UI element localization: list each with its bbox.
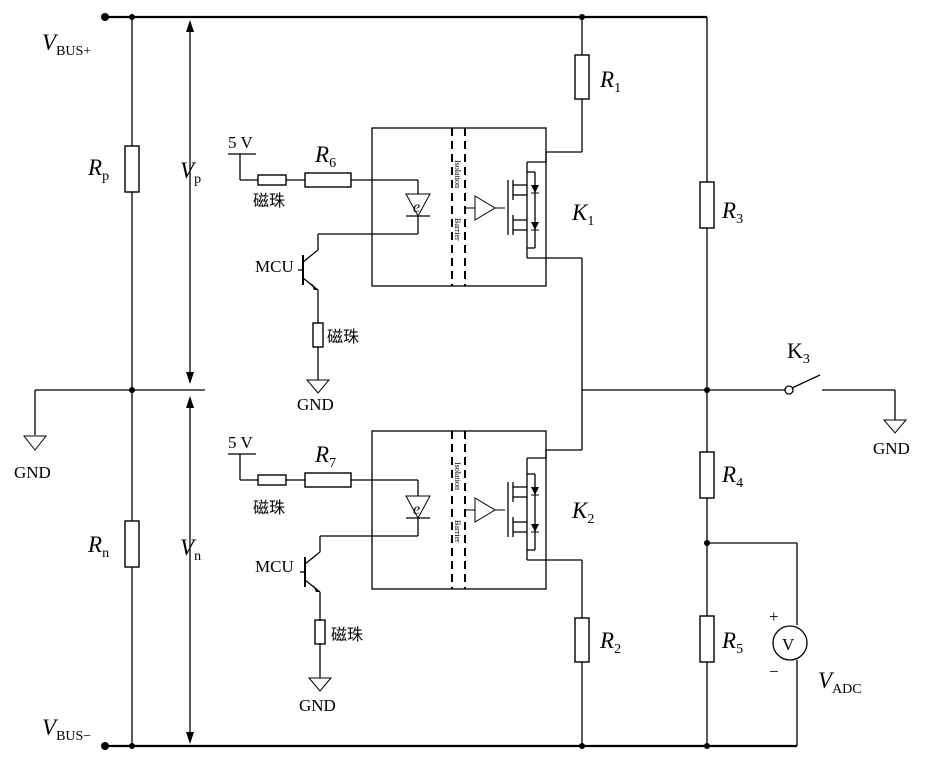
ferrite-bead-top-2 xyxy=(312,322,324,348)
r3-label: R3 xyxy=(721,198,743,227)
mcu-top-label: MCU xyxy=(255,257,294,276)
svg-text:Isolation: Isolation xyxy=(453,160,462,188)
led-symbol-bottom: e xyxy=(413,501,420,518)
5v-top-label: 5 V xyxy=(228,133,253,152)
resistor-rp xyxy=(124,145,140,193)
bead-top-2-label: 磁珠 xyxy=(327,327,359,346)
gnd-right-label: GND xyxy=(873,439,910,458)
r7-label: R7 xyxy=(314,442,336,471)
voltmeter xyxy=(772,625,808,661)
k3-label: K3 xyxy=(787,338,810,367)
resistor-r3 xyxy=(699,181,715,229)
resistor-r4 xyxy=(699,451,715,499)
voltmeter-plus: + xyxy=(769,607,779,626)
ferrite-bead-top-1 xyxy=(257,174,287,186)
resistor-r2 xyxy=(574,617,590,663)
gnd-symbol-right xyxy=(882,419,908,434)
gnd-bottom-mcu-label: GND xyxy=(299,696,336,715)
r2-label: R2 xyxy=(599,628,621,657)
ferrite-bead-bottom-1 xyxy=(257,474,287,486)
svg-text:Barrier: Barrier xyxy=(453,520,462,543)
bead-bottom-1-label: 磁珠 xyxy=(253,498,285,517)
mcu-bottom-label: MCU xyxy=(255,557,294,576)
k1-label: K1 xyxy=(571,200,594,229)
voltmeter-symbol: V xyxy=(782,635,795,654)
transistor-top xyxy=(298,249,319,291)
vbus-minus-label: VBUS− xyxy=(42,715,91,744)
vp-arrow xyxy=(186,20,194,384)
vn-label: Vn xyxy=(180,535,201,564)
vbus-plus-terminal xyxy=(101,13,109,21)
gnd-symbol-left xyxy=(22,435,48,451)
r5-label: R5 xyxy=(721,628,743,657)
gnd-symbol-bottom-mcu xyxy=(307,677,333,692)
svg-text:Isolation: Isolation xyxy=(453,462,462,490)
r4-label: R4 xyxy=(721,462,743,491)
vbus-minus-terminal xyxy=(101,742,109,750)
transistor-bottom xyxy=(300,551,321,593)
bead-top-1-label: 磁珠 xyxy=(253,191,285,210)
rp-label: Rp xyxy=(87,155,109,184)
resistor-r5 xyxy=(699,615,715,663)
led-symbol-top: e xyxy=(413,199,420,216)
r1-label: R1 xyxy=(599,67,621,96)
resistor-rn xyxy=(124,520,140,568)
k2-label: K2 xyxy=(571,498,594,527)
gnd-top-mcu-label: GND xyxy=(297,395,334,414)
gnd-symbol-top-mcu xyxy=(305,379,331,394)
resistor-r7 xyxy=(304,472,352,488)
vbus-plus-label: VBUS+ xyxy=(42,30,91,59)
resistor-r1 xyxy=(574,54,590,100)
vp-label: Vp xyxy=(180,158,201,187)
optorelay-k1: Isolation Barrier e xyxy=(371,127,547,287)
bead-bottom-2-label: 磁珠 xyxy=(331,625,363,644)
resistor-r6 xyxy=(304,172,352,188)
switch-k3-blade xyxy=(791,374,821,389)
v-adc-label: VADC xyxy=(818,668,862,697)
vn-arrow xyxy=(186,396,194,744)
5v-bottom-label: 5 V xyxy=(228,433,253,452)
svg-text:Barrier: Barrier xyxy=(453,218,462,241)
switch-k3-contact xyxy=(784,385,794,395)
r6-label: R6 xyxy=(314,142,336,171)
gnd-left-label: GND xyxy=(14,463,51,482)
voltmeter-minus: − xyxy=(769,662,779,681)
ferrite-bead-bottom-2 xyxy=(314,619,326,645)
optorelay-k2: Isolation Barrier e xyxy=(371,430,547,590)
rn-label: Rn xyxy=(87,532,109,561)
